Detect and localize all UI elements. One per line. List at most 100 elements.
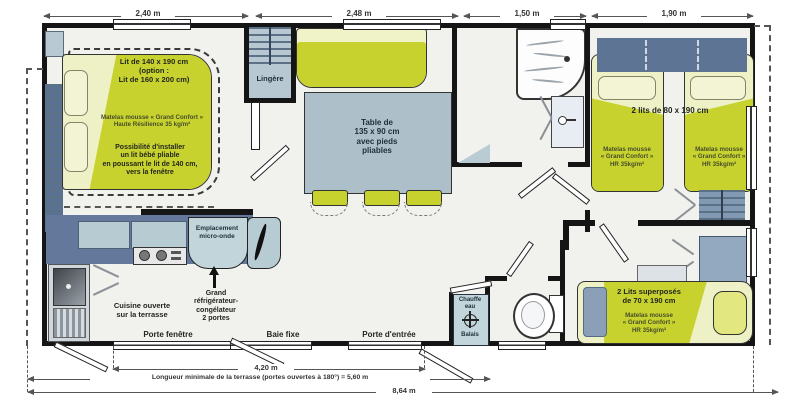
cabinet [78,221,130,249]
pillow [64,70,88,116]
dim-arrow-icon [747,13,754,19]
dim-arrow-icon [43,13,50,19]
window [343,19,441,30]
water-heater-closet [453,294,489,346]
master-bed-label: Lit de 140 x 190 cm (option : Lit de 160… [118,57,190,84]
fridge-arrow-icon [209,266,219,275]
pillow [64,122,88,172]
linen-closet-label: Lingère [256,74,284,83]
wall [244,98,296,103]
dim-arrow-icon [255,13,262,19]
dimension-label: 2,40 m [121,9,175,19]
fridge-label: Grand réfrigérateur- congélateur 2 porte… [194,290,238,322]
wall [560,240,565,346]
wall [485,276,507,281]
headboard-shelf [597,38,747,72]
twin-mattress-left [592,98,663,191]
drainer [53,308,86,338]
water-heater-label: Chauffe eau [458,297,482,311]
wall [563,220,569,250]
dim-arrow-icon [242,13,249,19]
wall [291,23,296,103]
broom-label: Balais [461,332,479,338]
entry-door-label: Porte d'entrée [362,330,416,339]
wall [548,276,565,281]
wall [638,220,755,226]
french-door-leaf [53,341,109,373]
dimension-label: 4,20 m [238,363,294,373]
bunk-mattress [604,282,707,343]
dim-extension-line [113,346,114,368]
bedroom-dashed-boundary [64,206,214,208]
wall [585,23,590,167]
fixed-bay-window [230,341,312,350]
wc-window [498,341,546,350]
bunk-pillow [583,287,607,337]
open-kitchen-label: Cuisine ouverte sur la terrasse [113,301,171,319]
wall [452,162,522,167]
linen-closet [249,65,291,98]
baby-bed-note: Possibilité d'installer un lit bébé plia… [102,144,198,176]
french-door-label: Porte fenêtre [143,330,193,339]
wall [568,162,590,167]
headboard-divider [697,40,699,70]
dim-arrow-icon [484,376,491,382]
door-panel [251,102,260,150]
faucet-icon [566,119,576,121]
dimension-label: 1,50 m [500,9,554,19]
microwave-label: Emplacement micro-onde [195,225,239,240]
twin-mattress-note-left: Matelas mousse « Grand Confort » HR 35kg… [600,146,654,168]
fridge-arrow-icon [213,274,216,288]
terrace-dashed-line [26,68,43,70]
terrace-dashed-line [26,68,28,346]
dimension-label: 8,64 m [376,386,432,396]
entry-door-opening [348,341,422,350]
heater-valve-icon [469,311,471,328]
terrace-note-label: Longueur minimale de la terrasse (portes… [90,374,430,382]
dim-arrow-icon [580,13,587,19]
wall [449,292,453,346]
vent-window [550,19,586,30]
washbasin [551,96,584,148]
dining-table [304,92,452,194]
twin-mattress-note-right: Matelas mousse « Grand Confort » HR 35kg… [692,146,746,168]
burner-icon [139,250,150,261]
master-mattress-note: Matelas mousse « Grand Confort » Haute R… [100,114,204,129]
dimension-label: 1,90 m [647,9,701,19]
window [113,19,191,30]
drain-icon [66,284,71,289]
cabinet [131,221,187,249]
twin-bed-left [591,54,664,192]
table-label: Table de 135 x 90 cm avec pieds pliables [354,118,400,156]
bunk-mattress-note: Matelas mousse « Grand Confort » HR 35kg… [622,312,676,334]
window [746,228,757,277]
dimension-label: 2,48 m [332,9,386,19]
dim-extension-line [27,346,28,392]
dim-arrow-icon [772,389,779,395]
sofa-seat [297,42,426,87]
right-dashed-line [769,25,771,345]
right-dashed-line [754,25,770,27]
wall [452,23,457,167]
closet-rod [721,190,723,221]
pillow [598,76,656,100]
sofa-bench [296,28,427,88]
wall [244,23,249,103]
toilet-bowl-inner [521,301,545,329]
bunk-bed [577,281,753,344]
twin-mattress-right [685,98,753,191]
dim-arrow-icon [591,13,598,19]
dim-arrow-icon [27,376,34,382]
drain-icon [564,56,570,62]
wall [563,220,595,226]
dim-extension-line [753,346,754,392]
master-wardrobe [45,84,63,232]
dim-arrow-icon [27,389,34,395]
headboard-divider [645,40,647,70]
upper-bunk-panel [713,291,747,335]
grill-icon [171,251,181,254]
dim-extension-line [424,346,425,368]
dim-arrow-icon [112,366,119,372]
wall [141,209,253,215]
